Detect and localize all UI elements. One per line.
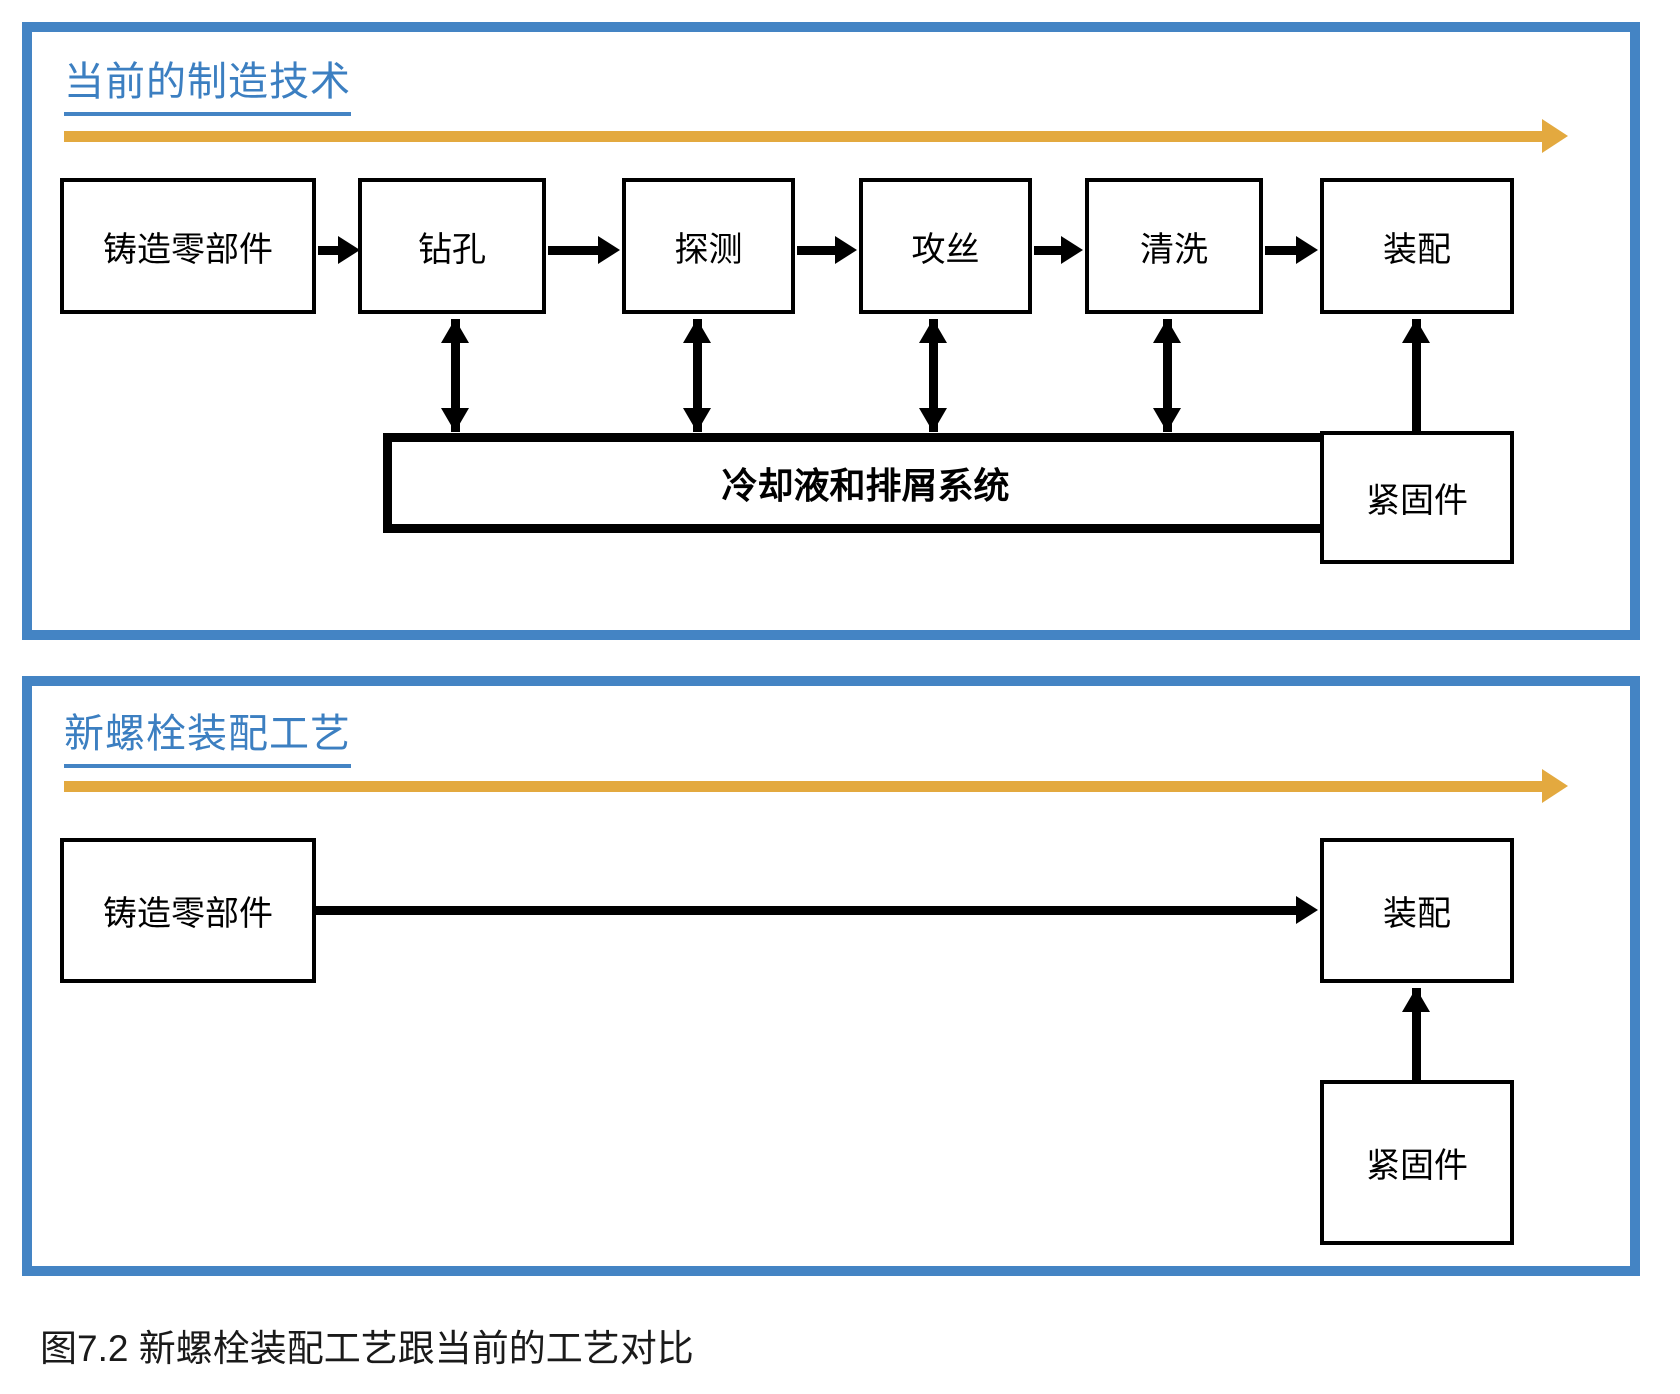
arrow-head-down xyxy=(919,408,947,432)
arrow-shaft xyxy=(1034,246,1063,255)
process-direction-arrow-shaft xyxy=(64,781,1542,792)
arrow-head xyxy=(1296,896,1318,924)
panel-title-current: 当前的制造技术 xyxy=(64,62,351,116)
arrow-shaft xyxy=(1412,988,1421,1083)
arrow-head-down xyxy=(683,408,711,432)
side-box-label: 紧固件 xyxy=(1366,1147,1468,1185)
process-box-drilling[interactable]: 钻孔 xyxy=(358,178,546,314)
process-box-cleaning[interactable]: 清洗 xyxy=(1085,178,1263,314)
arrow-head xyxy=(338,236,360,264)
arrow-head-up xyxy=(441,319,469,343)
process-direction-arrow-head xyxy=(1542,119,1568,153)
arrow-shaft xyxy=(548,246,600,255)
arrow-shaft xyxy=(451,319,460,432)
support-box-label: 冷却液和排屑系统 xyxy=(721,465,1010,506)
arrow-shaft xyxy=(1163,319,1172,432)
side-box-label: 紧固件 xyxy=(1366,482,1468,520)
arrow-head xyxy=(1061,236,1083,264)
process-box-assembly[interactable]: 装配 xyxy=(1320,178,1514,314)
panel-current-manufacturing: 当前的制造技术 铸造零部件 钻孔 探测 攻丝 清洗 装配 xyxy=(22,22,1640,640)
arrow-shaft xyxy=(929,319,938,432)
arrow-shaft xyxy=(693,319,702,432)
process-box-label: 铸造零部件 xyxy=(103,895,273,933)
process-box-label: 装配 xyxy=(1383,895,1451,933)
arrow-head-down xyxy=(1153,408,1181,432)
arrow-head-up xyxy=(683,319,711,343)
process-box-tapping[interactable]: 攻丝 xyxy=(859,178,1032,314)
arrow-head-up xyxy=(1402,319,1430,343)
arrow-shaft xyxy=(318,246,340,255)
side-box-fasteners-current[interactable]: 紧固件 xyxy=(1320,431,1514,564)
arrow-head-up xyxy=(919,319,947,343)
process-box-label: 探测 xyxy=(674,230,743,269)
support-box-coolant-chip-system[interactable]: 冷却液和排屑系统 xyxy=(383,433,1348,533)
process-box-cast-parts-new[interactable]: 铸造零部件 xyxy=(60,838,316,983)
process-box-probing[interactable]: 探测 xyxy=(622,178,795,314)
arrow-shaft xyxy=(1412,319,1421,432)
arrow-head-up xyxy=(1153,319,1181,343)
process-box-label: 攻丝 xyxy=(911,230,980,269)
process-direction-arrow-head xyxy=(1542,769,1568,803)
arrow-shaft xyxy=(316,906,1298,915)
figure-caption: 图7.2 新螺栓装配工艺跟当前的工艺对比 xyxy=(40,1328,694,1369)
arrow-head-down xyxy=(441,408,469,432)
arrow-head xyxy=(598,236,620,264)
arrow-head xyxy=(1296,236,1318,264)
panel-new-bolt-assembly: 新螺栓装配工艺 铸造零部件 装配 紧固件 xyxy=(22,676,1640,1276)
process-box-cast-parts[interactable]: 铸造零部件 xyxy=(60,178,316,314)
process-box-assembly-new[interactable]: 装配 xyxy=(1320,838,1514,983)
arrow-shaft xyxy=(1265,246,1298,255)
side-box-fasteners-new[interactable]: 紧固件 xyxy=(1320,1080,1514,1245)
process-box-label: 装配 xyxy=(1383,230,1451,269)
process-box-label: 铸造零部件 xyxy=(103,230,273,269)
arrow-shaft xyxy=(797,246,837,255)
arrow-head-up xyxy=(1402,988,1430,1012)
arrow-head xyxy=(835,236,857,264)
process-direction-arrow-shaft xyxy=(64,131,1542,142)
panel-title-new: 新螺栓装配工艺 xyxy=(64,714,351,768)
process-box-label: 清洗 xyxy=(1140,230,1208,269)
process-box-label: 钻孔 xyxy=(418,230,486,269)
